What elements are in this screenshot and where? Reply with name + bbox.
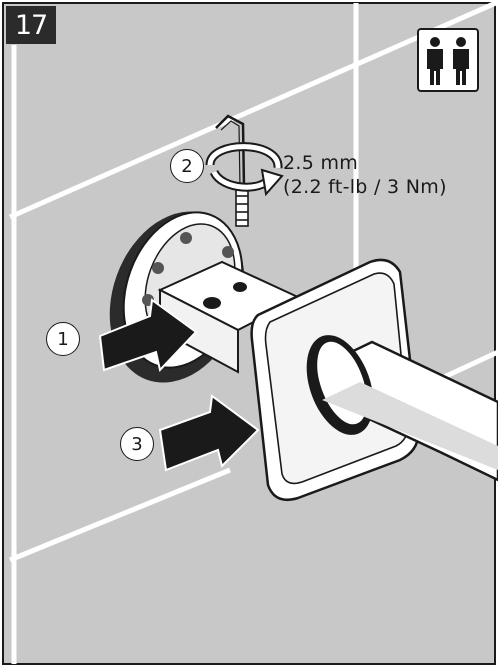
- push-arrow-1: [98, 298, 198, 373]
- step-number-badge: 17: [6, 6, 56, 44]
- hex-key-size: 2.5 mm: [283, 152, 359, 174]
- tighten-rotation-icon: [205, 142, 284, 197]
- torque-value: (2.2 ft-lb / 3 Nm): [283, 176, 447, 198]
- torque-spec: 2.5 mm (2.2 ft-lb / 3 Nm): [283, 151, 447, 199]
- push-arrow-3: [158, 394, 260, 472]
- callout-step-3: 3: [120, 427, 154, 461]
- callout-step-1: 1: [46, 322, 80, 356]
- shower-arm: [306, 335, 498, 482]
- callout-step-2: 2: [170, 149, 204, 183]
- set-screw: [235, 187, 249, 227]
- hex-key-icon: [215, 114, 246, 189]
- two-persons-icon: [417, 28, 479, 92]
